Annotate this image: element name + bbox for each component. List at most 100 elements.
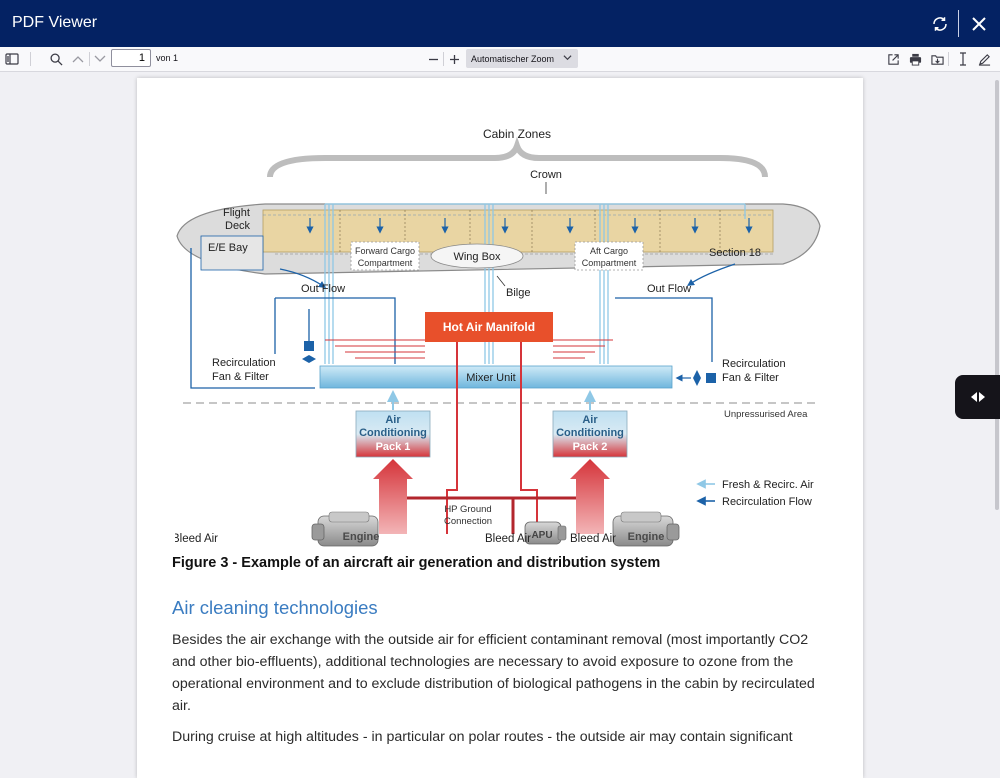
chevron-up-icon bbox=[72, 56, 84, 63]
open-file-button[interactable] bbox=[884, 50, 902, 68]
zoom-select-label: Automatischer Zoom bbox=[471, 54, 555, 64]
unpressurised-label: Unpressurised Area bbox=[724, 409, 808, 420]
sidebar-icon bbox=[5, 53, 19, 65]
mixer-unit bbox=[319, 365, 673, 389]
apu-label: APU bbox=[531, 530, 552, 541]
rotate-button[interactable] bbox=[927, 11, 953, 37]
zoom-in-button[interactable] bbox=[445, 50, 463, 68]
toolbar-separator bbox=[443, 52, 444, 66]
section-18-label: Section 18 bbox=[709, 247, 761, 259]
recirc-outer-left bbox=[190, 248, 315, 389]
paragraph-line-3: operational environment and to exclude d… bbox=[172, 676, 815, 692]
bleed-air-right-label: Bleed Air bbox=[570, 533, 616, 545]
title-bar: PDF Viewer bbox=[0, 0, 1000, 47]
section-heading: Air cleaning technologies bbox=[172, 597, 378, 618]
next-page-button[interactable] bbox=[91, 50, 109, 68]
forward-cargo-box bbox=[350, 241, 420, 271]
toolbar-separator bbox=[30, 52, 31, 66]
cabin-area bbox=[262, 209, 774, 253]
bleed-air-left-label: Bleed Air bbox=[175, 533, 218, 545]
pencil-icon bbox=[978, 53, 990, 66]
bleed-air-center-label: Bleed Air bbox=[485, 533, 531, 545]
recirc-filter-right bbox=[706, 373, 716, 383]
bleed-arrow-right bbox=[570, 459, 610, 534]
aft-cargo-box bbox=[574, 241, 644, 271]
printer-icon bbox=[909, 53, 921, 66]
text-cursor-icon bbox=[960, 52, 966, 66]
bleed-arrow-left bbox=[373, 459, 413, 534]
bilge-pointer bbox=[496, 275, 506, 287]
document-viewer[interactable]: Cabin Zones Crown bbox=[0, 72, 1000, 778]
page-count-label: von 1 bbox=[156, 53, 179, 63]
cabin-zones-label: Cabin Zones bbox=[483, 127, 551, 141]
toolbar-separator bbox=[948, 52, 949, 66]
pack1-box bbox=[355, 410, 431, 458]
engine-left: Engine bbox=[311, 511, 380, 547]
cabin-zones-brace bbox=[267, 136, 768, 178]
ee-bay-area bbox=[200, 235, 264, 271]
supply-arrows bbox=[306, 218, 753, 234]
sidebar-toggle-button[interactable] bbox=[3, 50, 21, 68]
zone-dividers bbox=[339, 210, 721, 252]
pack2-box bbox=[552, 410, 628, 458]
figure-caption: Figure 3 - Example of an aircraft air ge… bbox=[172, 555, 661, 571]
aircraft-air-system-figure: Cabin Zones Crown bbox=[176, 127, 821, 547]
paragraph-line-2: and other bio-effluents), additional tec… bbox=[172, 654, 794, 670]
hot-air-manifold-box bbox=[425, 312, 553, 342]
external-link-icon bbox=[887, 53, 899, 65]
apu: APU bbox=[524, 521, 567, 545]
search-icon bbox=[49, 52, 63, 66]
bilge-label: Bilge bbox=[506, 287, 530, 299]
wing-box bbox=[430, 243, 524, 269]
recirc-fan-right bbox=[693, 370, 701, 386]
close-button[interactable] bbox=[966, 11, 992, 37]
page-number-input[interactable] bbox=[111, 49, 151, 67]
chevron-down-icon bbox=[94, 55, 106, 62]
engine-left-label: Engine bbox=[343, 531, 380, 543]
legend-recirc-label: Recirculation Flow bbox=[722, 496, 812, 508]
minus-icon bbox=[428, 58, 438, 60]
find-button[interactable] bbox=[47, 50, 65, 68]
draw-tool-button[interactable] bbox=[975, 50, 993, 68]
recirc-fan-left bbox=[302, 355, 316, 363]
zoom-out-button[interactable] bbox=[424, 50, 442, 68]
app-title: PDF Viewer bbox=[12, 14, 98, 31]
hot-air-feed-left bbox=[446, 342, 458, 534]
print-button[interactable] bbox=[906, 50, 924, 68]
hot-air-feed-right bbox=[520, 342, 538, 534]
recirc-duct-left bbox=[274, 297, 396, 364]
title-separator bbox=[958, 10, 959, 37]
plus-icon bbox=[449, 54, 459, 64]
outflow-right-arrow bbox=[687, 263, 736, 286]
save-button[interactable] bbox=[928, 50, 946, 68]
engine-right: Engine bbox=[612, 511, 680, 547]
outflow-left-label: Out Flow bbox=[301, 283, 345, 295]
recirc-filter-left bbox=[304, 341, 314, 351]
mixer-unit-label: Mixer Unit bbox=[466, 372, 516, 384]
bleed-crossfeed bbox=[399, 496, 587, 534]
vertical-scrollbar[interactable] bbox=[995, 80, 999, 510]
close-icon bbox=[972, 17, 986, 31]
paragraph-line-4: air. bbox=[172, 698, 191, 714]
hot-air-manifold-label: Hot Air Manifold bbox=[443, 320, 535, 334]
zoom-select[interactable]: Automatischer Zoom bbox=[466, 49, 578, 68]
legend-fresh-label: Fresh & Recirc. Air bbox=[722, 479, 814, 491]
crown-label: Crown bbox=[530, 169, 562, 181]
chevron-down-icon bbox=[563, 55, 572, 61]
toolbar-separator bbox=[89, 52, 90, 66]
paragraph-2-line-1: During cruise at high altitudes - in par… bbox=[172, 729, 793, 745]
engine-right-label: Engine bbox=[628, 531, 665, 543]
text-tool-button[interactable] bbox=[954, 50, 972, 68]
split-view-toggle-button[interactable] bbox=[955, 375, 1000, 419]
previous-page-button[interactable] bbox=[69, 50, 87, 68]
bleed-air-labels: Bleed Air Bleed Air Bleed Air bbox=[175, 533, 616, 545]
split-arrows-icon bbox=[970, 392, 985, 402]
pdf-page: Cabin Zones Crown bbox=[137, 78, 863, 778]
wing-box-label: Wing Box bbox=[453, 251, 501, 263]
